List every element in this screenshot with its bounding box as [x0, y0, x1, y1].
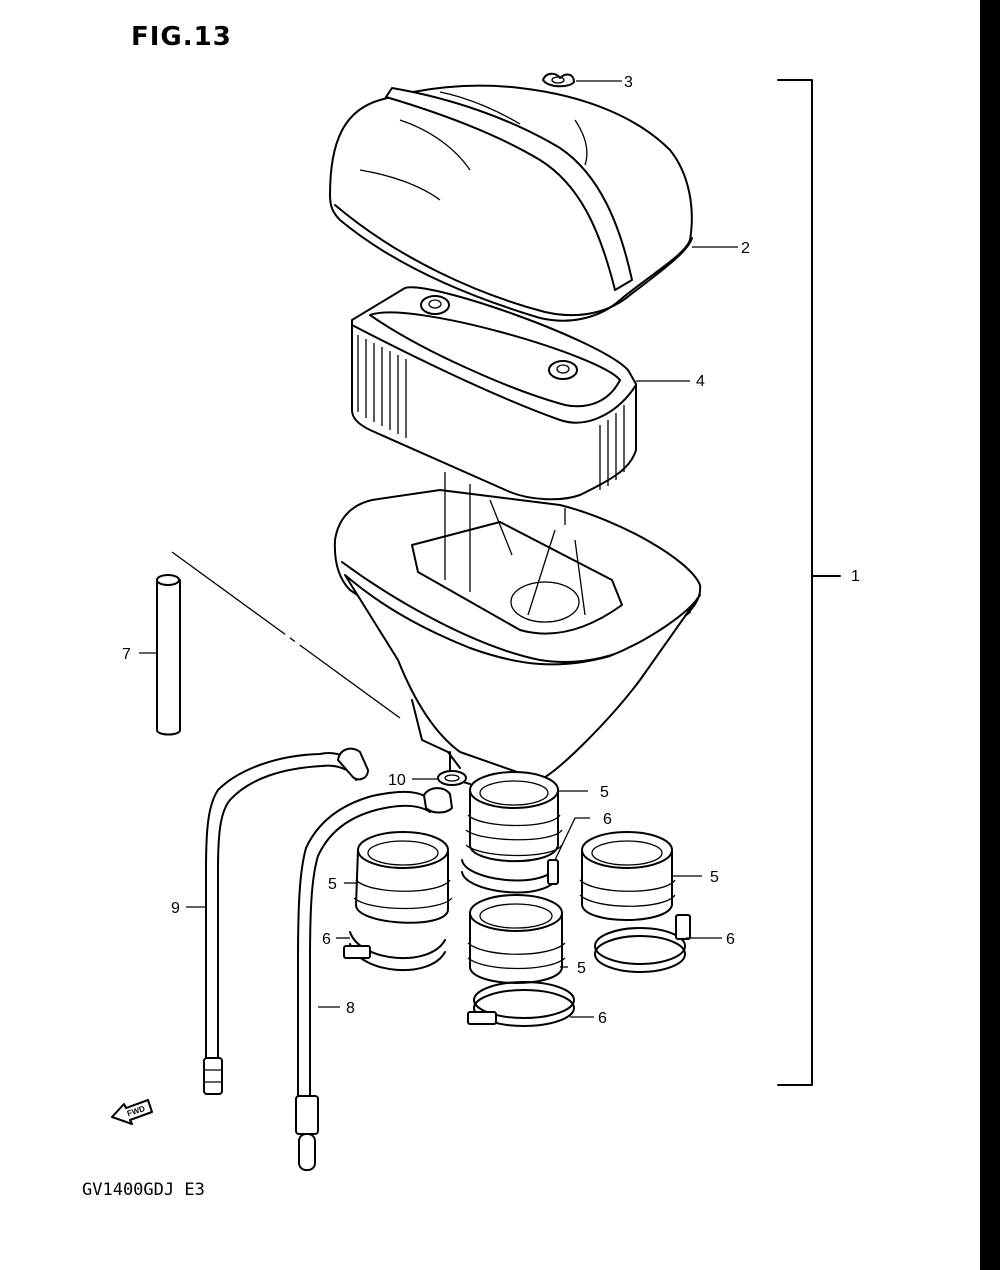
callout-labels: 3 2 4 1 7 10 5 6 5 5 6 6 5 9 8 6 [122, 74, 860, 1027]
wing-nut-icon [542, 72, 622, 88]
intake-pipe-icon [579, 831, 702, 921]
callout-6: 6 [598, 1010, 607, 1027]
callout-7: 7 [122, 646, 131, 663]
hose-clamp-icon [336, 931, 446, 972]
callout-9: 9 [171, 900, 180, 917]
air-cleaner-cover-icon [329, 84, 738, 322]
air-cleaner-case-icon [333, 472, 702, 785]
fwd-arrow-icon: FWD [111, 1099, 153, 1125]
callout-1: 1 [851, 568, 860, 585]
drain-tube-icon [139, 551, 401, 736]
scan-edge-bar [980, 0, 1000, 1270]
callout-5: 5 [710, 869, 719, 886]
callout-10: 10 [388, 772, 406, 789]
hose-clamp-icon [594, 914, 722, 973]
callout-2: 2 [741, 240, 750, 257]
intake-pipe-icon [344, 831, 453, 924]
hose-clamp-icon [461, 817, 590, 894]
air-filter-element-icon [351, 286, 690, 501]
callout-6: 6 [603, 811, 612, 828]
hose-clamp-icon [467, 981, 594, 1027]
callout-6: 6 [322, 931, 331, 948]
breather-hose-icon [295, 787, 453, 1171]
breather-hose-icon [186, 747, 369, 1095]
intake-pipe-icon [467, 894, 568, 984]
callout-6: 6 [726, 931, 735, 948]
figure-title: FIG.13 [131, 22, 232, 52]
clip-icon [412, 770, 467, 786]
callout-5: 5 [600, 784, 609, 801]
callout-4: 4 [696, 373, 705, 390]
assembly-bracket [777, 79, 841, 1086]
model-code: GV1400GDJ E3 [82, 1180, 205, 1200]
callout-3: 3 [624, 74, 633, 91]
callout-5: 5 [577, 960, 586, 977]
callout-5: 5 [328, 876, 337, 893]
intake-pipe-icon [465, 771, 588, 863]
callout-8: 8 [346, 1000, 355, 1017]
